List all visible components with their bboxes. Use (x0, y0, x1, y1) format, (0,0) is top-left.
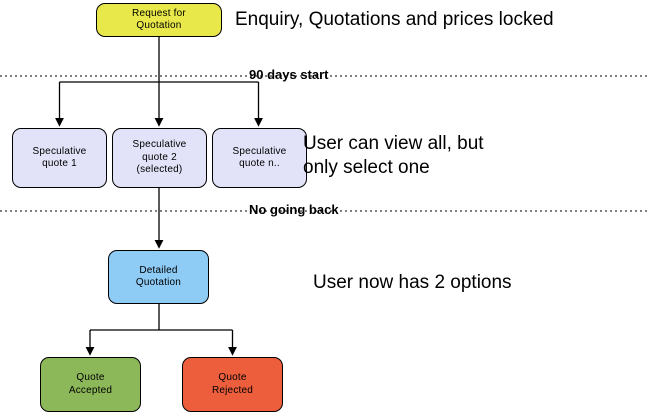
node-text-line: Quote (76, 372, 105, 383)
node-text-line: Quote (218, 372, 247, 383)
node-text-line: Detailed (139, 264, 178, 276)
node-text-line: quote 1 (42, 158, 77, 169)
annotation-enquiry-locked: Enquiry, Quotations and prices locked (235, 9, 554, 30)
node-text-line: Rejected (211, 384, 254, 396)
annotation-two-options: User now has 2 options (313, 272, 512, 293)
node-text-line: Speculative (232, 145, 287, 157)
detailed-quotation-node[interactable]: Detailed Quotation (108, 250, 209, 304)
node-text-line: Request for (132, 7, 186, 19)
node-text-line: Speculative (132, 139, 187, 151)
quote-rejected-node[interactable]: Quote Rejected (182, 357, 283, 412)
node-text-line: Speculative (32, 145, 87, 157)
request-for-quotation-node[interactable]: Request for Quotation (96, 3, 222, 37)
speculative-quote-1-node[interactable]: Speculative quote 1 (12, 128, 107, 188)
node-text-line: quote 2 (142, 151, 177, 163)
speculative-quote-n-node[interactable]: Speculative quote n.. (212, 128, 307, 188)
node-text-line: quote n.. (239, 158, 280, 169)
node-text-line: Quotation (136, 20, 182, 31)
speculative-quote-2-node[interactable]: Speculative quote 2 (selected) (112, 128, 207, 188)
node-text-line: Accepted (68, 384, 113, 396)
node-text-line: (selected) (136, 164, 183, 176)
node-text-line: Quotation (135, 277, 182, 288)
annotation-view-all-select-one: User can view all, but only select one (303, 133, 484, 178)
phase-divider-label-no-going-back: No going back (249, 202, 339, 217)
quote-accepted-node[interactable]: Quote Accepted (40, 357, 141, 412)
phase-divider-label-90-days-start: 90 days start (249, 67, 329, 82)
